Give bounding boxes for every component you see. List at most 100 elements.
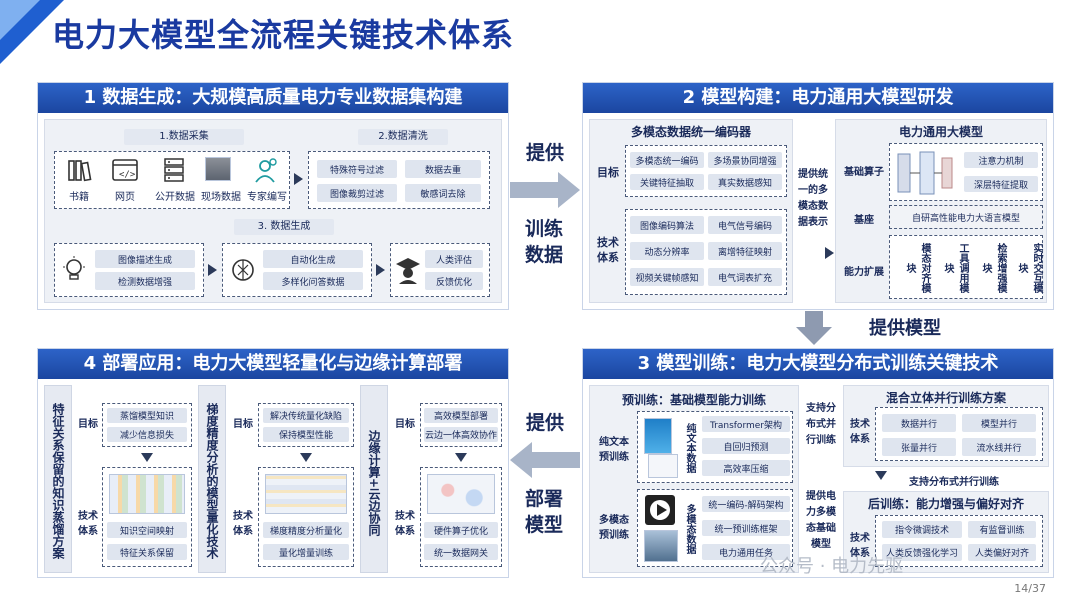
gen-box-c: 人类评估 反馈优化 — [390, 243, 490, 297]
ext-item: 实时交互模块 — [1016, 243, 1042, 293]
big-arrow-down — [796, 311, 832, 345]
openai-icon — [232, 259, 254, 281]
col2-target: 解决传统量化缺陷 — [263, 408, 349, 423]
clean-item: 数据去重 — [405, 160, 481, 178]
col1-tech: 知识空间映射 — [107, 522, 187, 538]
ext-label: 能力扩展 — [844, 267, 884, 278]
substation-image — [644, 530, 678, 562]
tech-item: 视频关键帧感知 — [630, 268, 704, 286]
col3-title: 边缘计算+云边协同 — [367, 429, 381, 537]
operator-box: 注意力机制 深层特征提取 — [889, 143, 1043, 201]
target-item: 真实数据感知 — [708, 174, 782, 190]
video-play-icon — [645, 495, 675, 525]
target-item: 多场景协同增强 — [708, 152, 782, 168]
panel-data-generation: 1 数据生成：大规模高质量电力专业数据集构建 1.数据采集 </> 书籍 网页 … — [37, 82, 509, 310]
label-provide-deploy-1: 提供 — [525, 412, 564, 434]
arrow-right — [825, 247, 834, 259]
gen-item: 反馈优化 — [425, 272, 483, 290]
target-box: 多模态统一编码 多场景协同增强 关键特征抽取 真实数据感知 — [625, 145, 787, 197]
clean-title: 2.数据清洗 — [358, 129, 448, 145]
col3-title-bar — [360, 385, 388, 573]
svg-text:</>: </> — [119, 170, 136, 180]
ext-item: 检索增强模块 — [980, 243, 1006, 293]
col1-title-bar — [44, 385, 72, 573]
clean-box: 特殊符号过滤 数据去重 图像裁剪过滤 敏感词去除 — [308, 151, 490, 209]
mix-item: 张量并行 — [882, 438, 956, 456]
col3-tech-label: 技术体系 — [395, 511, 415, 537]
base-label: 基座 — [854, 215, 874, 226]
graduate-icon — [396, 258, 420, 284]
col1-target-label: 目标 — [78, 419, 98, 430]
collect-item: 书籍 — [69, 192, 89, 203]
col3-tech-box: 硬件算子优化 统一数据网关 — [420, 467, 502, 567]
gen-item: 检测数据增强 — [95, 272, 195, 290]
col1-tech-box: 知识空间映射 特征关系保留 — [102, 467, 192, 567]
book-cover-image — [644, 418, 672, 454]
target-item: 多模态统一编码 — [630, 152, 704, 168]
ext-box: 模态对齐模块 工具调用模块 检索增强模块 实时交互模块 — [889, 235, 1043, 299]
tech-item: 电气信号编码 — [708, 216, 782, 234]
operator-item: 深层特征提取 — [964, 176, 1038, 192]
mix-title: 混合立体并行训练方案 — [885, 391, 1006, 405]
arrow-right — [376, 264, 385, 276]
operator-item: 注意力机制 — [964, 152, 1038, 168]
col3-target-label: 目标 — [395, 419, 415, 430]
post-item: 指令微调技术 — [882, 521, 962, 538]
arrow-down — [455, 453, 467, 462]
gen-item: 多样化问答数据 — [263, 272, 363, 290]
mix-item: 流水线并行 — [962, 438, 1036, 456]
gen-item: 人类评估 — [425, 250, 483, 268]
mm-data-label: 多模态数据 — [684, 504, 695, 554]
distillation-diagram — [109, 474, 185, 514]
col2-tech: 梯度精度分析量化 — [263, 522, 349, 538]
edge-cloud-diagram — [427, 474, 495, 514]
gen-title: 3. 数据生成 — [234, 219, 334, 235]
col3-target: 云边一体高效协作 — [424, 427, 498, 442]
col2-tech-box: 梯度精度分析量化 量化增量训练 — [258, 467, 354, 567]
collect-item: 公开数据 — [155, 192, 195, 203]
col3-tech: 统一数据网关 — [424, 544, 498, 560]
post-tech-box: 指令微调技术 有监督训练 人类反馈强化学习 人类偏好对齐 — [875, 515, 1043, 567]
text-data-label: 纯文本数据 — [684, 423, 695, 473]
tech-label: 技术体系 — [597, 236, 619, 264]
book-icon — [68, 160, 92, 182]
post-title: 后训练：能力增强与偏好对齐 — [867, 497, 1024, 511]
text-item: 自回归预测 — [702, 438, 790, 454]
post-item: 人类偏好对齐 — [968, 544, 1036, 561]
big-arrow-left — [510, 442, 580, 478]
col2-title-bar — [198, 385, 226, 573]
arrow-right — [208, 264, 217, 276]
text-item: 高效率压缩 — [702, 460, 790, 476]
arrow-down — [300, 453, 312, 462]
ext-item: 模态对齐模块 — [904, 243, 930, 293]
collect-item: 现场数据 — [201, 192, 241, 203]
label-provide-model: 提供模型 — [869, 318, 941, 339]
mm-item: 电力通用任务 — [702, 544, 790, 560]
mix-item: 数据并行 — [882, 414, 956, 432]
text-pretrain-label: 纯文本预训练 — [599, 437, 629, 463]
provide-mm-base-text: 提供电力多模态基础模型 — [806, 491, 836, 550]
model-title: 电力通用大模型 — [898, 125, 983, 139]
col2-title: 梯度精度分析的模型量化技术 — [205, 403, 219, 559]
document-image — [648, 454, 678, 478]
pretrain-title: 预训练：基础模型能力训练 — [621, 393, 766, 407]
expert-icon — [255, 158, 277, 183]
target-item: 关键特征抽取 — [630, 174, 704, 190]
base-text: 自研高性能电力大语言模型 — [911, 213, 1020, 224]
tech-item: 图像编码算法 — [630, 216, 704, 234]
post-item: 有监督训练 — [968, 521, 1036, 538]
clean-item: 图像裁剪过滤 — [317, 184, 397, 202]
arrow-right — [294, 173, 303, 185]
collect-box: </> 书籍 网页 公开数据 现场数据 专家编写 — [54, 151, 290, 209]
tech-item: 电气词表扩充 — [708, 268, 782, 286]
field-data-photo — [205, 157, 231, 181]
tech-item: 动态分辨率 — [630, 242, 704, 260]
support-parallel-text: 支持分布式并行训练 — [806, 403, 836, 446]
col2-target: 保持模型性能 — [263, 427, 349, 442]
mix-tech-label: 技术体系 — [850, 419, 870, 445]
mix-tech-box: 数据并行 模型并行 张量并行 流水线并行 — [875, 407, 1043, 461]
corner-decoration-light — [0, 0, 40, 40]
col1-title: 特征关系保留的知识蒸馏方案 — [51, 403, 65, 559]
mm-pretrain-label: 多模态预训练 — [599, 515, 629, 541]
col2-target-label: 目标 — [233, 419, 253, 430]
